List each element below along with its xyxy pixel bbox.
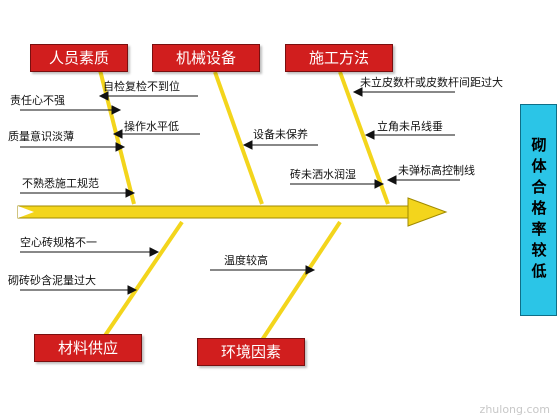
cause-label: 未立皮数杆或皮数杆间距过大 (360, 76, 503, 89)
branch-people (98, 69, 136, 205)
cause-label: 质量意识淡薄 (8, 130, 74, 143)
cause-label: 设备未保养 (253, 128, 308, 141)
branch-material (100, 220, 184, 342)
category-machinery: 机械设备 (152, 44, 260, 72)
category-material: 材料供应 (34, 334, 142, 362)
category-people: 人员素质 (30, 44, 128, 72)
cause-label: 温度较高 (224, 254, 268, 267)
cause-label: 砌砖砂含泥量过大 (8, 274, 96, 287)
branch-environment (260, 220, 342, 342)
category-environment: 环境因素 (197, 338, 305, 366)
cause-label: 砖未洒水润湿 (290, 168, 356, 181)
cause-label: 操作水平低 (124, 120, 179, 133)
effect-box: 砌体合格率较低 (520, 104, 557, 316)
cause-label: 不熟悉施工规范 (22, 177, 99, 190)
cause-label: 未弹标高控制线 (398, 164, 475, 177)
category-method: 施工方法 (285, 44, 393, 72)
cause-label: 自检复检不到位 (103, 80, 180, 93)
branch-machinery (213, 71, 264, 205)
effect-label: 砌体合格率较低 (529, 136, 548, 284)
cause-label: 责任心不强 (10, 94, 65, 107)
cause-label: 空心砖规格不一 (20, 236, 97, 249)
watermark: zhulong.com (479, 403, 550, 416)
cause-label: 立角未吊线垂 (377, 120, 443, 133)
main-spine (17, 197, 448, 227)
cause-arrows (20, 87, 460, 295)
